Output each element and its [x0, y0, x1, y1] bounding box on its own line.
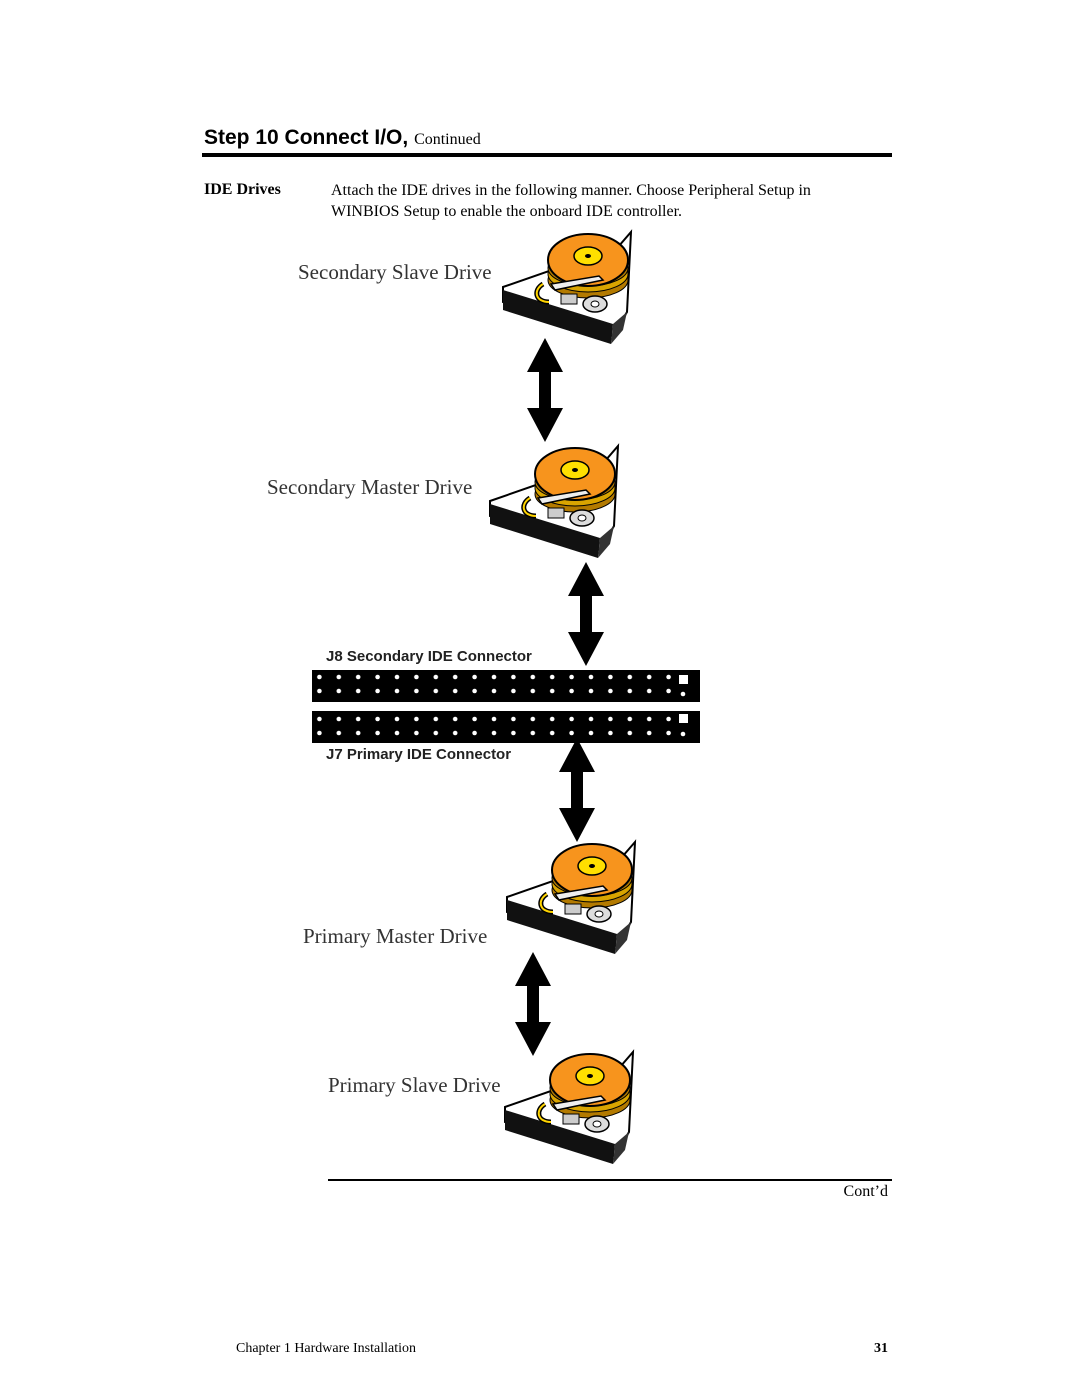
ide-connector-j8: [312, 670, 700, 702]
heading-continued: Continued: [414, 131, 481, 148]
section-end-rule: [328, 1179, 892, 1181]
section-label: IDE Drives: [204, 181, 281, 198]
page-number: 31: [874, 1341, 888, 1356]
drive-label-primary-master: Primary Master Drive: [303, 924, 487, 948]
double-arrow-icon: [515, 952, 551, 1056]
double-arrow-icon: [559, 738, 595, 842]
connector-label-j8: J8 Secondary IDE Connector: [326, 648, 532, 665]
heading-rule: [202, 153, 892, 157]
heading-title: Step 10 Connect I/O,: [204, 126, 409, 149]
page-heading: Step 10 Connect I/O, Continued: [204, 126, 481, 150]
ide-connector-j7: [312, 711, 700, 743]
hard-drive-icon: [490, 446, 618, 558]
section-text: Attach the IDE drives in the following m…: [331, 182, 811, 220]
drive-label-secondary-master: Secondary Master Drive: [267, 475, 472, 499]
drive-label-primary-slave: Primary Slave Drive: [328, 1073, 501, 1097]
hard-drive-icon: [503, 232, 631, 344]
double-arrow-icon: [568, 562, 604, 666]
footer-chapter: Chapter 1 Hardware Installation: [236, 1341, 416, 1356]
hard-drive-icon: [507, 842, 635, 954]
double-arrow-icon: [527, 338, 563, 442]
continued-note: Cont’d: [843, 1183, 888, 1200]
connector-label-j7: J7 Primary IDE Connector: [326, 746, 511, 763]
drive-label-secondary-slave: Secondary Slave Drive: [298, 260, 492, 284]
hard-drive-icon: [505, 1052, 633, 1164]
